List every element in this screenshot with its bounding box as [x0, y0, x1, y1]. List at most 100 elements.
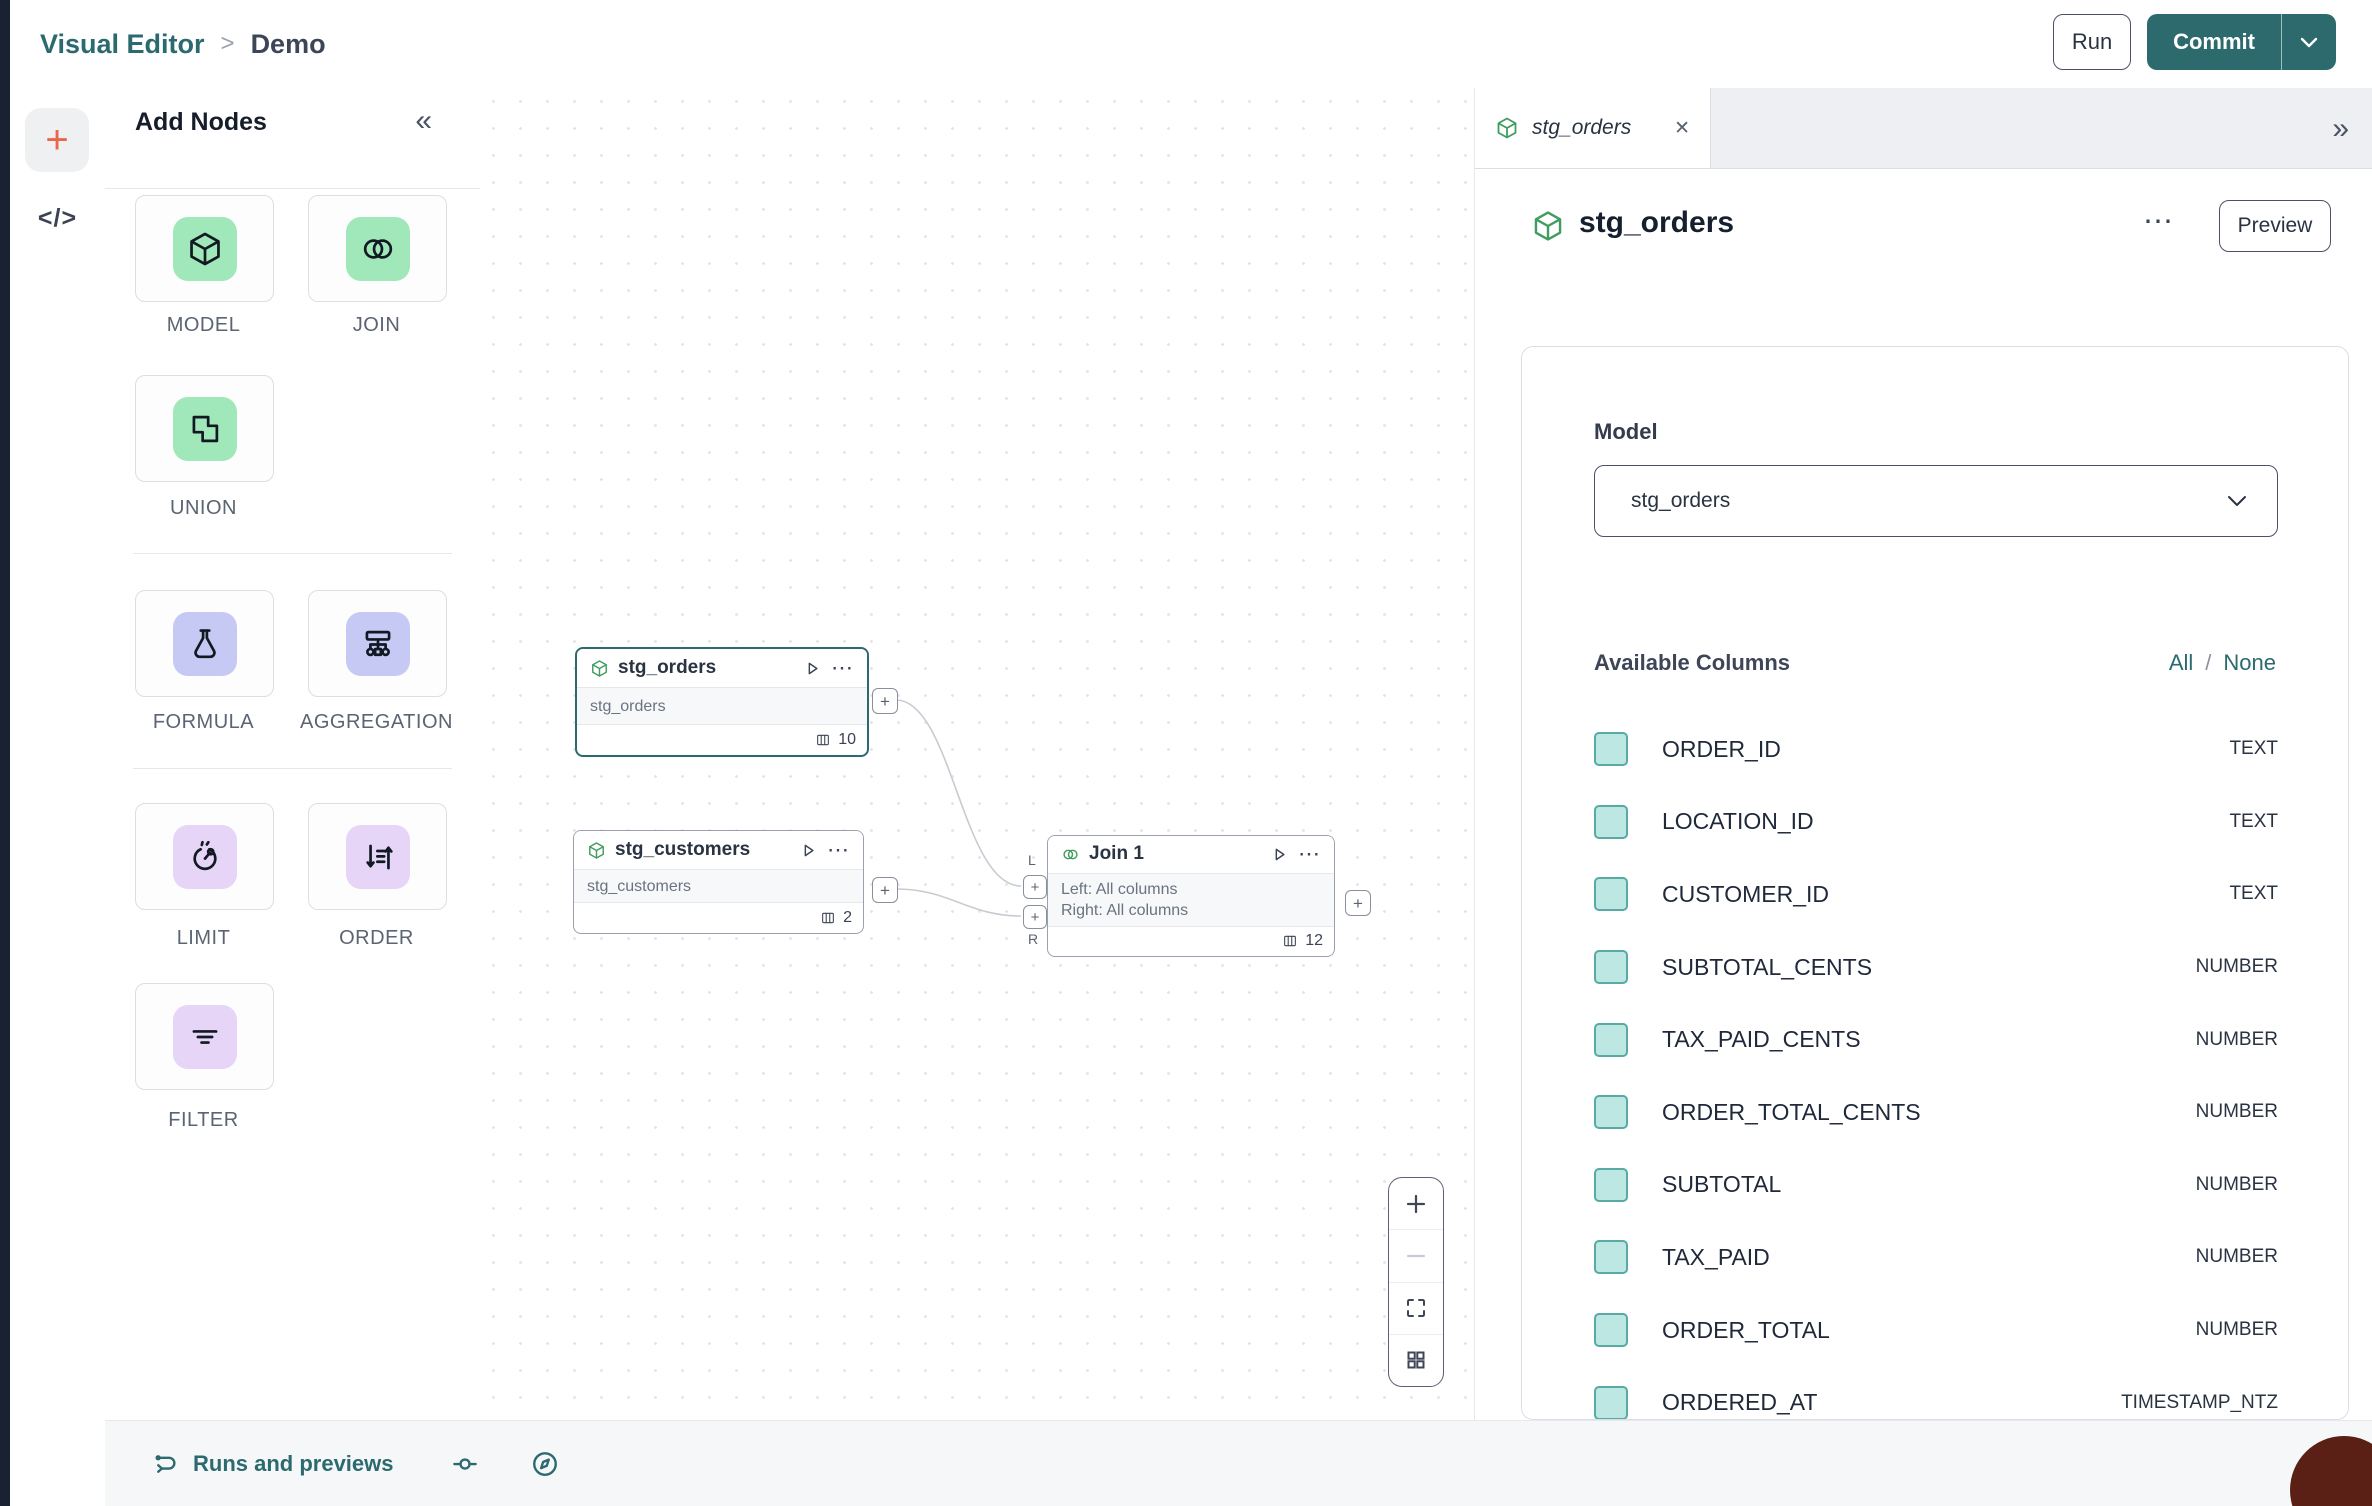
- add-node-rail-button[interactable]: +: [25, 108, 89, 172]
- node-body: Left: All columns Right: All columns: [1048, 872, 1334, 927]
- pipeline-canvas[interactable]: stg_orders ⋯ stg_orders 10 + stg_custome…: [480, 88, 1474, 1420]
- node-tile-model[interactable]: [135, 195, 274, 302]
- select-all-none: All / None: [2169, 650, 2276, 676]
- run-node-button[interactable]: [803, 659, 822, 678]
- column-checkbox[interactable]: [1594, 1240, 1628, 1275]
- fullscreen-icon: [1407, 1299, 1425, 1318]
- output-port-stg-orders[interactable]: +: [872, 688, 898, 714]
- column-checkbox[interactable]: [1594, 804, 1628, 839]
- preview-button[interactable]: Preview: [2219, 200, 2331, 252]
- node-model-ref: stg_customers: [587, 877, 692, 895]
- column-type: TEXT: [2229, 810, 2278, 832]
- node-menu-button[interactable]: ⋯: [831, 655, 854, 680]
- grid-icon: [1407, 1351, 1425, 1369]
- join-right-config: Right: All columns: [1061, 901, 1189, 919]
- column-checkbox[interactable]: [1594, 1313, 1628, 1348]
- close-icon[interactable]: ✕: [1674, 117, 1690, 139]
- column-row: ORDER_TOTAL NUMBER: [1594, 1294, 2278, 1367]
- tile-label-formula: FORMULA: [152, 711, 255, 733]
- column-name: SUBTOTAL_CENTS: [1662, 953, 1873, 980]
- run-node-button[interactable]: [1270, 845, 1289, 864]
- join-right-input-port[interactable]: +: [1023, 905, 1047, 929]
- commit-node-icon[interactable]: [450, 1449, 480, 1479]
- auto-layout-button[interactable]: [1389, 1335, 1443, 1386]
- join-left-input-port[interactable]: +: [1023, 875, 1047, 899]
- breadcrumb-visual-editor[interactable]: Visual Editor: [40, 28, 205, 59]
- column-name: ORDER_TOTAL: [1662, 1316, 1830, 1343]
- sitemap-icon: [345, 611, 410, 676]
- canvas-node-stg-customers[interactable]: stg_customers ⋯ stg_customers 2: [573, 830, 864, 934]
- tile-label-limit: LIMIT: [176, 927, 231, 949]
- code-icon: </>: [37, 203, 78, 232]
- column-checkbox[interactable]: [1594, 1095, 1628, 1130]
- columns-icon: [817, 734, 830, 746]
- column-row: SUBTOTAL_CENTS NUMBER: [1594, 931, 2278, 1004]
- minus-icon: [1406, 1254, 1426, 1257]
- node-header: stg_customers ⋯: [574, 831, 863, 869]
- zoom-in-button[interactable]: [1389, 1178, 1443, 1231]
- select-all-link[interactable]: All: [2168, 650, 2194, 675]
- column-type: NUMBER: [2195, 1173, 2278, 1195]
- icon-rail: + </>: [10, 88, 106, 1506]
- join-circles-icon: [345, 216, 410, 281]
- node-tile-filter[interactable]: [135, 983, 274, 1090]
- column-checkbox[interactable]: [1594, 1385, 1628, 1419]
- model-cube-icon: [1534, 211, 1562, 241]
- filter-lines-icon: [172, 1004, 237, 1069]
- model-cube-icon: [589, 841, 604, 859]
- fit-view-button[interactable]: [1389, 1283, 1443, 1335]
- run-node-button[interactable]: [799, 841, 818, 860]
- tile-label-filter: FILTER: [168, 1109, 239, 1131]
- tile-label-aggregation: AGGREGATION: [300, 711, 453, 733]
- column-type: TEXT: [2229, 738, 2278, 760]
- node-tile-order[interactable]: [308, 803, 447, 910]
- column-checkbox[interactable]: [1594, 950, 1628, 985]
- column-name: CUSTOMER_ID: [1662, 880, 1829, 907]
- plus-icon: +: [1030, 908, 1040, 926]
- column-checkbox[interactable]: [1594, 1167, 1628, 1202]
- node-menu-button[interactable]: ⋯: [1298, 841, 1321, 867]
- node-tile-formula[interactable]: [135, 590, 274, 697]
- column-row: CUSTOMER_ID TEXT: [1594, 858, 2278, 931]
- output-port-join-1[interactable]: +: [1345, 890, 1371, 916]
- node-title: stg_orders: [618, 657, 717, 678]
- columns-icon: [1284, 936, 1297, 947]
- node-tile-union[interactable]: [135, 375, 274, 482]
- runs-route-icon: [155, 1454, 176, 1473]
- node-model-ref: stg_orders: [590, 697, 666, 715]
- node-tile-limit[interactable]: [135, 803, 274, 910]
- model-select[interactable]: stg_orders: [1594, 465, 2278, 537]
- runs-and-previews-button[interactable]: Runs and previews: [193, 1450, 394, 1476]
- commit-dropdown-button[interactable]: [2281, 14, 2336, 70]
- column-name: LOCATION_ID: [1662, 808, 1814, 835]
- column-checkbox[interactable]: [1594, 1022, 1628, 1057]
- output-port-stg-customers[interactable]: +: [872, 877, 898, 903]
- gauge-icon: [172, 824, 237, 889]
- top-header: Visual Editor > Demo Run Commit: [10, 0, 2372, 89]
- run-button[interactable]: Run: [2053, 14, 2132, 70]
- inspector-title: stg_orders: [1579, 206, 1735, 239]
- bottom-bar: Runs and previews: [105, 1420, 2372, 1506]
- tab-stg-orders[interactable]: stg_orders ✕: [1475, 88, 1711, 168]
- inspector-menu-button[interactable]: ⋯: [2143, 205, 2175, 238]
- select-none-link[interactable]: None: [2223, 650, 2276, 675]
- commit-button[interactable]: Commit: [2173, 29, 2255, 54]
- canvas-node-stg-orders[interactable]: stg_orders ⋯ stg_orders 10: [575, 647, 869, 757]
- plus-icon: [1406, 1194, 1426, 1213]
- collapse-panel-icon[interactable]: «: [415, 104, 432, 137]
- node-tile-join[interactable]: [308, 195, 447, 302]
- canvas-node-join-1[interactable]: Join 1 ⋯ Left: All columns Right: All co…: [1047, 835, 1335, 957]
- node-tile-aggregation[interactable]: [308, 590, 447, 697]
- breadcrumb-demo: Demo: [250, 28, 326, 59]
- expand-panel-icon[interactable]: »: [2332, 112, 2349, 145]
- node-menu-button[interactable]: ⋯: [827, 837, 850, 862]
- node-body: stg_orders: [577, 687, 867, 725]
- compass-icon[interactable]: [530, 1449, 560, 1479]
- column-checkbox[interactable]: [1594, 877, 1628, 912]
- column-checkbox[interactable]: [1594, 732, 1628, 767]
- column-row: LOCATION_ID TEXT: [1594, 786, 2278, 859]
- column-name: ORDERED_AT: [1662, 1389, 1818, 1416]
- code-view-button[interactable]: </>: [10, 200, 105, 236]
- zoom-out-button[interactable]: [1389, 1230, 1443, 1283]
- column-type: TIMESTAMP_NTZ: [2121, 1391, 2278, 1413]
